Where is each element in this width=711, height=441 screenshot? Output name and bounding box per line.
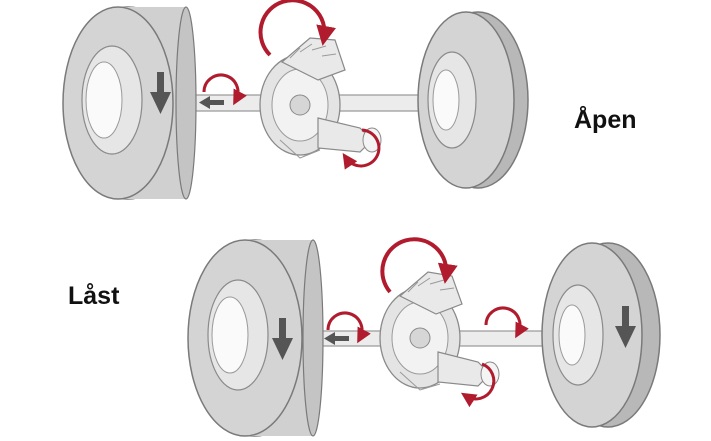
open-differential-gears bbox=[259, 37, 382, 159]
locked-ring-gear-rotation-arrow bbox=[380, 237, 458, 294]
open-differential-assembly bbox=[62, 0, 529, 200]
locked-left-axle-rotation-arrow bbox=[326, 311, 371, 344]
locked-differential-label: Låst bbox=[68, 282, 120, 310]
locked-differential-gears bbox=[379, 271, 500, 391]
locked-differential-assembly bbox=[187, 237, 661, 437]
locked-left-wheel bbox=[187, 239, 324, 437]
locked-right-wheel-push-arrow bbox=[615, 306, 636, 348]
locked-pinion-rotation-arrow bbox=[460, 362, 496, 408]
locked-left-wheel-push-arrow bbox=[272, 318, 293, 360]
open-left-axle-rotation-arrow bbox=[202, 73, 247, 106]
locked-right-wheel bbox=[541, 242, 661, 428]
open-ring-gear-rotation-arrow bbox=[258, 0, 336, 57]
open-left-wheel-push-arrow bbox=[150, 72, 171, 114]
open-right-wheel bbox=[417, 11, 529, 189]
open-left-wheel bbox=[62, 6, 197, 200]
locked-axle-push-arrow bbox=[324, 332, 349, 345]
locked-right-axle-rotation-arrow bbox=[484, 306, 529, 339]
open-differential-label: Åpen bbox=[574, 106, 637, 134]
open-pinion-rotation-arrow bbox=[342, 128, 381, 170]
open-axle-push-arrow bbox=[199, 96, 224, 109]
